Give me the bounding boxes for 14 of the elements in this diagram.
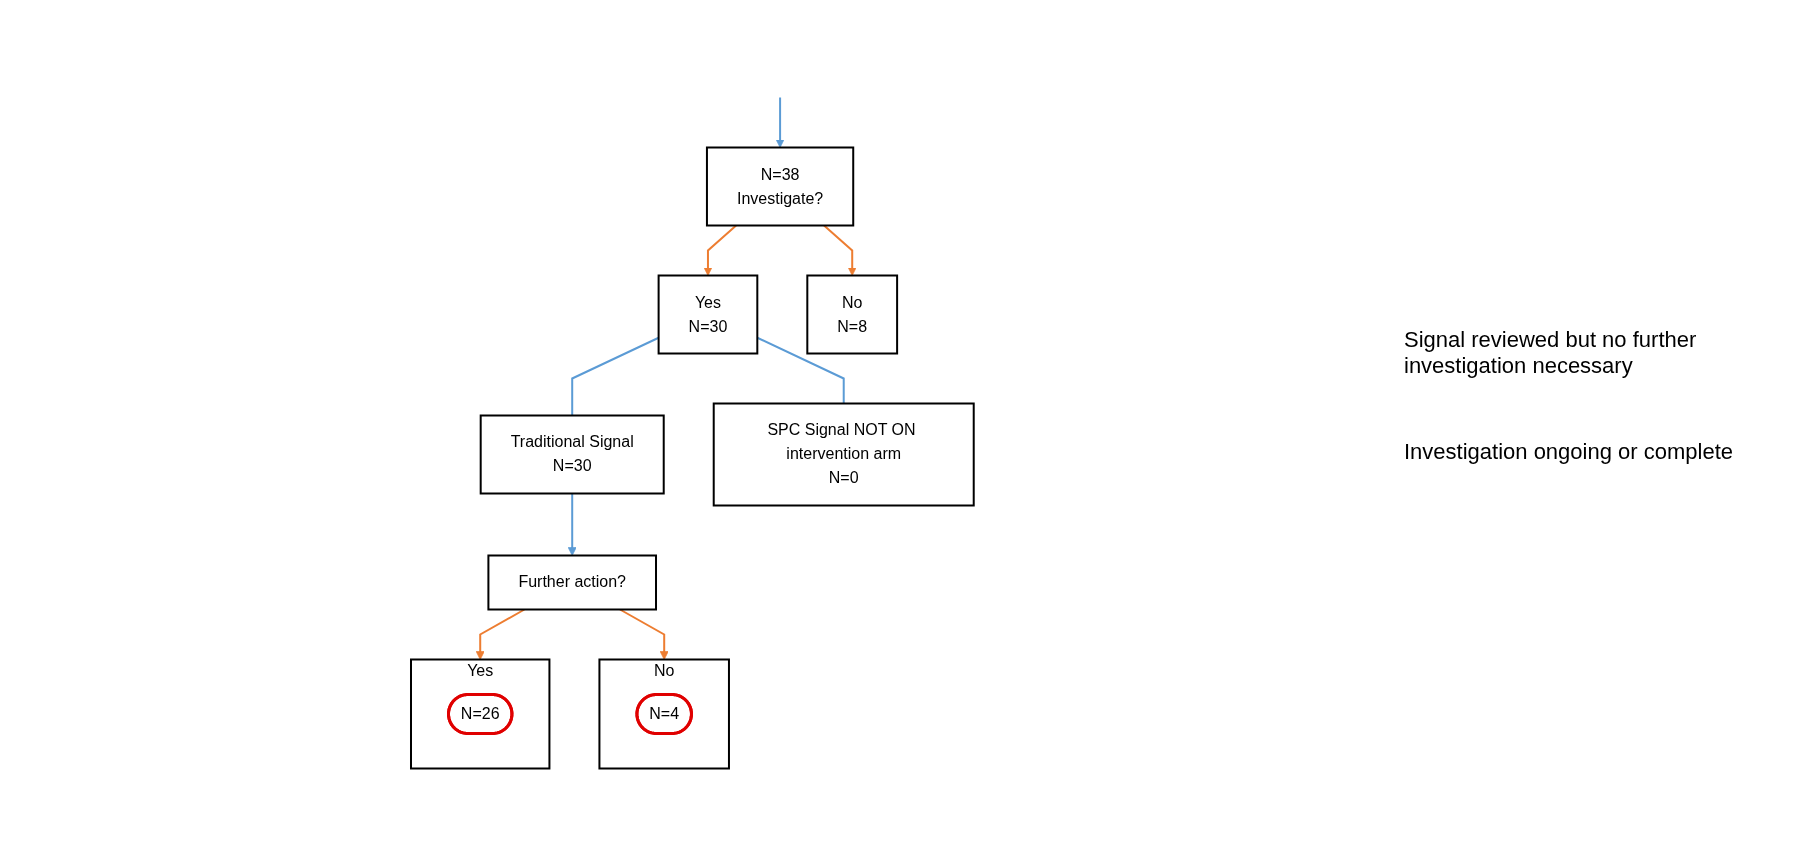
node-box: SPC Signal NOT ON intervention arm N=0: [712, 402, 975, 507]
node-box: Yes N=30: [657, 274, 758, 355]
arrow: [475, 608, 526, 660]
note-text: Investigation ongoing or complete: [1404, 439, 1734, 465]
arrow: [822, 224, 857, 276]
node-box: Traditional Signal N=30: [479, 414, 665, 495]
arrow: [618, 608, 669, 660]
node-box: No N=8: [805, 274, 898, 355]
node-box: N=38 Investigate?: [705, 146, 854, 227]
note-text: Signal reviewed but no further investigation necessary: [1404, 327, 1698, 379]
arrow: [567, 492, 577, 556]
arrow: [703, 224, 737, 276]
arrow: [775, 96, 785, 148]
node-box: Further action?: [487, 554, 657, 611]
